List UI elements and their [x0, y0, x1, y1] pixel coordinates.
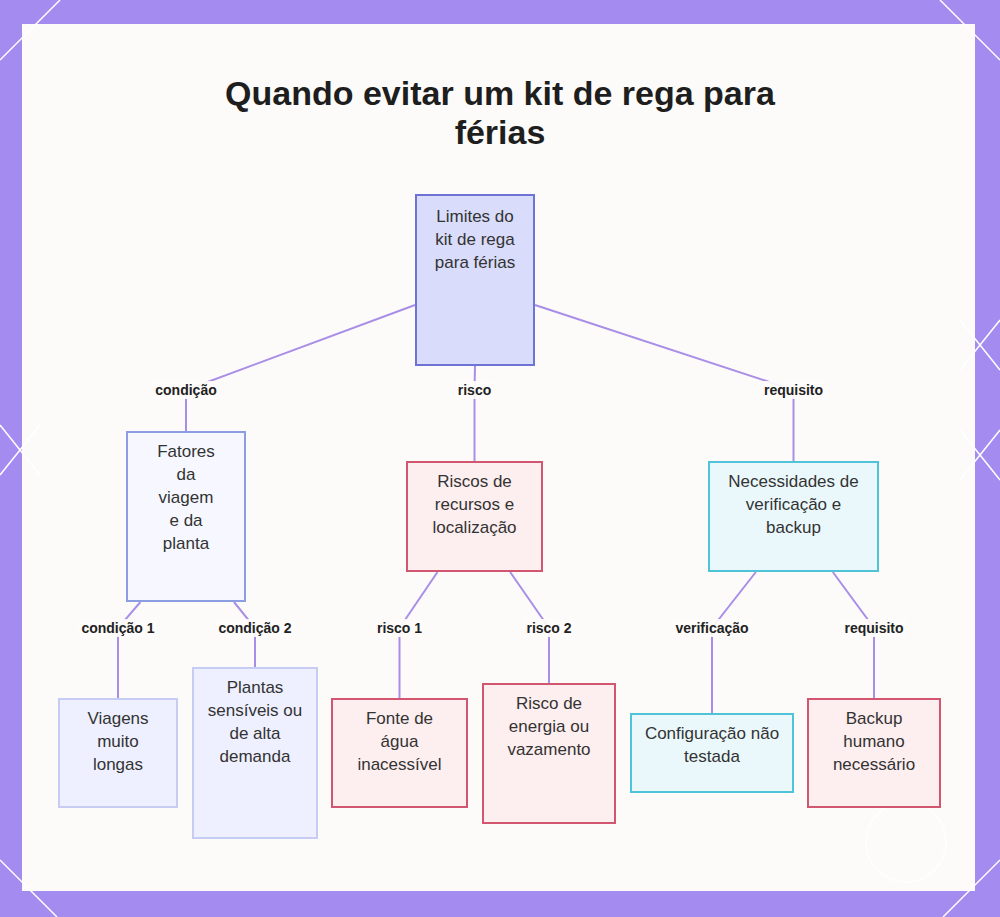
- node-label: Plantas sensíveis ou de alta demanda: [206, 677, 304, 769]
- edge-label: requisito: [841, 619, 906, 637]
- leaf-box: Plantas sensíveis ou de alta demanda: [192, 667, 318, 839]
- node-label: Viagens muito longas: [72, 708, 164, 777]
- edge-label: condição 2: [215, 619, 294, 637]
- category-box: Riscos de recursos e localização: [406, 461, 543, 572]
- edge-label: risco 2: [523, 619, 574, 637]
- diagram-title: Quando evitar um kit de rega para férias: [200, 74, 800, 152]
- node-label: Necessidades de verificação e backup: [720, 471, 867, 540]
- edge-label: condição: [152, 381, 219, 399]
- node-label: Fonte de água inacessível: [347, 708, 452, 777]
- leaf-box: Fonte de água inacessível: [331, 698, 468, 808]
- connector-line: [712, 572, 756, 713]
- leaf-box: Backup humano necessário: [807, 698, 941, 808]
- node-label: Risco de energia ou vazamento: [496, 693, 602, 762]
- root-box: Limites do kit de rega para férias: [415, 194, 535, 366]
- leaf-box: Viagens muito longas: [58, 698, 178, 808]
- node-label: Fatores da viagem e da planta: [154, 441, 218, 556]
- node-label: Backup humano necessário: [821, 708, 927, 777]
- faint-logo: [866, 802, 946, 882]
- edge-label: risco 1: [374, 619, 425, 637]
- leaf-box: Risco de energia ou vazamento: [482, 683, 616, 824]
- category-box: Necessidades de verificação e backup: [708, 461, 879, 572]
- edge-label: requisito: [761, 381, 826, 399]
- node-label: Limites do kit de rega para férias: [431, 206, 519, 275]
- category-box: Fatores da viagem e da planta: [126, 431, 246, 602]
- node-label: Riscos de recursos e localização: [418, 471, 531, 540]
- leaf-box: Configuração não testada: [630, 713, 794, 793]
- edge-label: risco: [455, 381, 494, 399]
- connector-line: [186, 305, 415, 431]
- edge-label: verificação: [672, 619, 751, 637]
- connector-line: [535, 305, 794, 461]
- connector-line: [118, 602, 140, 698]
- node-label: Configuração não testada: [642, 723, 782, 769]
- white-panel: [22, 24, 975, 891]
- edge-label: condição 1: [78, 619, 157, 637]
